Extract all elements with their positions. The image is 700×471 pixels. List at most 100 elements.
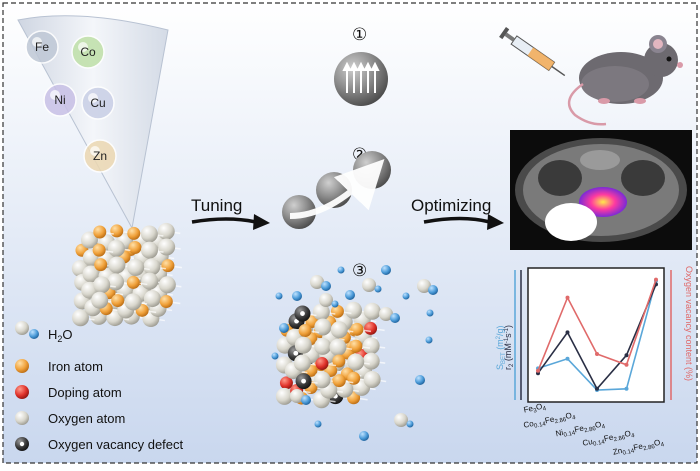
- water-hydrogen: [271, 352, 279, 360]
- iron-atom: [94, 258, 108, 272]
- oxygen-atom: [157, 222, 175, 240]
- chart-ylabel-right: Oxygen vacancy content (%): [684, 266, 694, 381]
- oxygen-atom: [141, 241, 159, 259]
- iron-atom: [330, 304, 344, 318]
- vacancy-dot: [300, 311, 305, 316]
- doping-atom: [315, 357, 329, 371]
- tumor-signal: [579, 187, 627, 217]
- water-hydrogen: [406, 420, 414, 428]
- oxygen-atom: [143, 290, 161, 308]
- legend-oxygen-icon: [15, 411, 29, 425]
- water-hydrogen: [331, 300, 339, 308]
- legend-vacancy-label: Oxygen vacancy defect: [48, 437, 184, 452]
- optimizing-label: Optimizing: [411, 196, 491, 215]
- chart-point-1-1: [565, 330, 570, 335]
- iron-atom: [350, 322, 364, 336]
- water-oxygen: [310, 275, 324, 289]
- tuning-label: Tuning: [191, 196, 242, 215]
- oxygen-atom: [158, 238, 176, 256]
- right-crystal-cluster: [275, 301, 387, 409]
- optimizing-arrowhead-icon: [487, 214, 504, 230]
- spin-arrows-icon: [342, 61, 380, 93]
- chart-ylabel-r2: r2 (mM-1s-1): [503, 325, 515, 370]
- chart-ylabel-sbet: SBET (m2/g): [495, 325, 507, 370]
- iron-atom: [161, 259, 175, 273]
- water-hydrogen: [390, 313, 400, 323]
- water-hydrogen: [337, 266, 345, 274]
- iron-atom: [128, 241, 142, 255]
- oxygen-atom: [127, 258, 145, 276]
- water-oxygen: [362, 278, 376, 292]
- mouse-icon: [567, 35, 683, 126]
- iron-atom: [126, 275, 140, 289]
- oxygen-atom: [158, 276, 176, 294]
- water-hydrogen: [425, 336, 433, 344]
- step-three-marker: ③: [352, 261, 367, 280]
- iron-atom: [332, 354, 346, 368]
- water-hydrogen: [279, 323, 289, 333]
- legend-vacancy-dot-icon: [19, 441, 25, 447]
- iron-atom: [332, 374, 346, 388]
- water-hydrogen: [301, 395, 311, 405]
- water-hydrogen: [402, 292, 410, 300]
- oxygen-atom: [107, 239, 125, 257]
- oxygen-atom: [329, 338, 347, 356]
- oxygen-atom: [345, 301, 363, 319]
- oxygen-atom: [363, 302, 381, 320]
- water-oxygen: [417, 279, 431, 293]
- water-hydrogen: [359, 431, 369, 441]
- oxygen-atom: [80, 231, 98, 249]
- legend-water-oxygen-icon: [15, 321, 29, 335]
- element-ball-highlight: [50, 90, 60, 100]
- oxygen-atom: [294, 336, 312, 354]
- chart-plot-area: [527, 267, 665, 403]
- oxygen-atom: [71, 309, 89, 327]
- water-hydrogen: [381, 265, 391, 275]
- chart-category-label-3: Cu0.14Fe2.86O4: [582, 428, 636, 450]
- oxygen-atom: [143, 258, 161, 276]
- chart-point-0-3: [624, 386, 629, 391]
- oxygen-atom: [330, 321, 348, 339]
- legend-doping-icon: [15, 385, 29, 399]
- water-hydrogen: [314, 420, 322, 428]
- iron-atom: [111, 294, 125, 308]
- legend-water-hydrogen-icon: [29, 329, 39, 339]
- optimizing-arrow: Optimizing: [411, 196, 504, 230]
- water-hydrogen: [321, 281, 331, 291]
- bladder-bright: [545, 203, 597, 241]
- water-oxygen: [379, 307, 393, 321]
- mri-image: [510, 130, 692, 250]
- iron-atom: [92, 243, 106, 257]
- water-hydrogen: [426, 309, 434, 317]
- element-label-co: Co: [80, 45, 96, 59]
- element-label-fe: Fe: [35, 40, 49, 54]
- water-molecules: [271, 265, 438, 441]
- legend-water-label: H2O: [48, 327, 73, 344]
- oxygen-atom: [124, 293, 142, 311]
- oxygen-atom: [140, 225, 158, 243]
- water-hydrogen: [345, 290, 355, 300]
- oxygen-atom: [82, 265, 100, 283]
- vacancy-dot: [293, 350, 299, 356]
- chart-point-2-0: [536, 368, 540, 373]
- property-line-chart: SBET (m2/g) r2 (mM-1s-1) Oxygen vacancy …: [495, 266, 694, 457]
- legend-oxygen-label: Oxygen atom: [48, 411, 125, 426]
- element-ball-highlight: [78, 42, 88, 52]
- legend-iron-icon: [15, 359, 29, 373]
- water-hydrogen: [374, 285, 382, 293]
- oxygen-atom: [363, 370, 381, 388]
- legend-doping-label: Doping atom: [48, 385, 122, 400]
- chart-point-1-2: [595, 386, 599, 391]
- water-oxygen: [290, 389, 304, 403]
- element-ball-highlight: [88, 93, 98, 103]
- oxygen-atom: [91, 291, 109, 309]
- chart-point-2-3: [624, 362, 629, 367]
- oxygen-atom: [314, 337, 332, 355]
- oxygen-atom: [93, 276, 111, 294]
- element-ball-highlight: [90, 146, 100, 156]
- legend: H2O Iron atom Doping atom Oxygen atom Ox…: [15, 321, 184, 452]
- element-label-zn: Zn: [93, 149, 107, 163]
- oxygen-atom: [362, 352, 380, 370]
- doping-atom: [364, 321, 378, 335]
